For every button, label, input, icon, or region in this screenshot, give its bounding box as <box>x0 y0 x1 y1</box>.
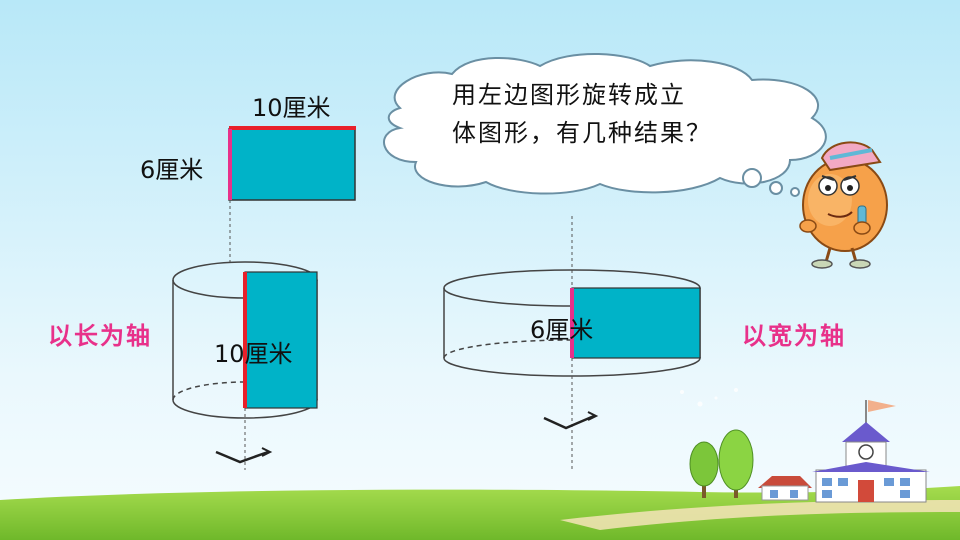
right-cylinder <box>443 269 701 472</box>
tree-group <box>689 429 754 498</box>
right-cylinder-height-label: 6厘米 <box>530 316 594 344</box>
bubble-dot-medium <box>769 181 783 195</box>
left-cylinder-axis-label: 以长为轴 <box>48 322 152 350</box>
left-cylinder-rotating-rect <box>244 271 318 409</box>
right-rotation-arrow-icon <box>543 414 595 430</box>
orange-character-mascot <box>799 141 888 269</box>
right-cylinder-rotating-rect <box>571 287 701 359</box>
left-cylinder <box>172 261 318 470</box>
decorative-sparkles <box>680 388 738 407</box>
left-cylinder-height-label: 10厘米 <box>214 340 293 368</box>
grass-ground <box>0 486 960 540</box>
rectangle-length-label: 10厘米 <box>252 94 331 122</box>
right-cylinder-axis-label: 以宽为轴 <box>742 322 846 350</box>
small-house <box>758 476 812 501</box>
school-building <box>812 400 930 503</box>
source-rectangle <box>228 126 356 201</box>
clock-icon <box>858 444 874 460</box>
speech-bubble-line-1: 用左边图形旋转成立 <box>452 81 686 109</box>
left-rotation-arrow-icon <box>215 450 269 464</box>
rectangle-width-label: 6厘米 <box>140 156 204 184</box>
road <box>560 500 960 530</box>
bubble-dot-small <box>790 187 800 197</box>
speech-bubble-line-2: 体图形，有几种结果？ <box>452 119 712 147</box>
bubble-dot-large <box>742 168 762 188</box>
thought-bubble <box>383 52 827 197</box>
